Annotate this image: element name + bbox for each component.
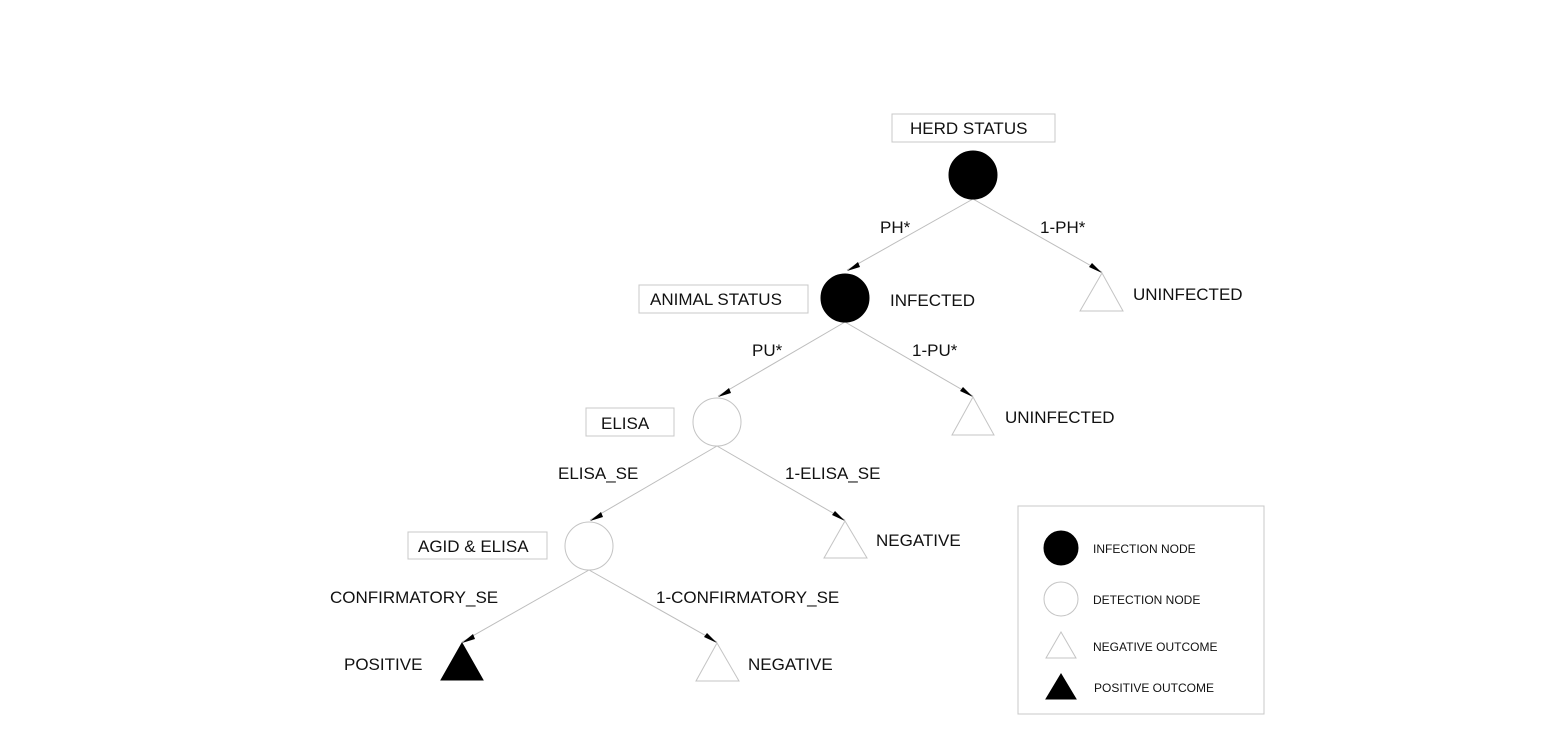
edge-label-1-confirmatory-se: 1-CONFIRMATORY_SE: [656, 588, 839, 607]
arrowhead-icon: [1089, 263, 1102, 273]
legend-label-negative: NEGATIVE OUTCOME: [1093, 640, 1217, 654]
negative-outcome-uninfected-animal: [951, 395, 995, 436]
edge-label-confirmatory-se: CONFIRMATORY_SE: [330, 588, 498, 607]
negative-outcome-icon: [1045, 630, 1077, 659]
detection-node-agid: [564, 521, 614, 571]
edge-animal-to-elisa: [717, 321, 846, 397]
elisa-label: ELISA: [601, 414, 650, 433]
title-box-agid: AGID & ELISA: [407, 531, 548, 560]
positive-outcome-icon: [1045, 673, 1077, 700]
negative-elisa-label: NEGATIVE: [876, 531, 961, 550]
arrowhead-icon: [704, 633, 717, 643]
edge-label-1-pu: 1-PU*: [912, 341, 958, 360]
edge-agid-to-negative: [588, 569, 718, 643]
edge-herd-to-animal: [846, 198, 974, 271]
positive-outcome: [440, 641, 484, 681]
legend: INFECTION NODE DETECTION NODE NEGATIVE O…: [1017, 505, 1265, 715]
infection-node-herd: [948, 150, 998, 200]
legend-label-infection: INFECTION NODE: [1093, 542, 1196, 556]
edge-elisa-to-agid: [589, 445, 718, 521]
negative-confirmatory-label: NEGATIVE: [748, 655, 833, 674]
edge-herd-to-uninfected: [972, 198, 1103, 273]
positive-label: POSITIVE: [344, 655, 422, 674]
edge-label-1-elisa-se: 1-ELISA_SE: [785, 464, 880, 483]
detection-node-elisa: [692, 397, 742, 447]
legend-label-detection: DETECTION NODE: [1093, 593, 1200, 607]
infected-label: INFECTED: [890, 291, 975, 310]
uninfected-herd-label: UNINFECTED: [1133, 285, 1243, 304]
title-box-herd: HERD STATUS: [891, 113, 1056, 143]
arrowhead-icon: [847, 262, 860, 271]
negative-outcome-elisa: [823, 520, 868, 559]
arrowhead-icon: [718, 388, 731, 397]
edge-elisa-to-negative: [716, 445, 846, 521]
edge-animal-to-uninfected: [844, 321, 974, 397]
infection-node-animal: [820, 273, 870, 323]
animal-status-label: ANIMAL STATUS: [650, 290, 782, 309]
arrowhead-icon: [462, 634, 475, 643]
arrowhead-icon: [832, 511, 845, 521]
title-box-elisa: ELISA: [585, 407, 675, 437]
detection-node-icon: [1043, 581, 1079, 617]
negative-outcome-uninfected-herd: [1079, 271, 1124, 312]
arrowhead-icon: [960, 387, 973, 397]
title-box-animal: ANIMAL STATUS: [638, 284, 809, 314]
edge-label-pu: PU*: [752, 341, 783, 360]
edge-label-elisa-se: ELISA_SE: [558, 464, 638, 483]
edge-agid-to-positive: [461, 569, 590, 643]
herd-status-label: HERD STATUS: [910, 119, 1027, 138]
edge-label-ph: PH*: [880, 218, 911, 237]
agid-elisa-label: AGID & ELISA: [418, 537, 529, 556]
uninfected-animal-label: UNINFECTED: [1005, 408, 1115, 427]
infection-node-icon: [1043, 530, 1079, 566]
edges: [461, 198, 1103, 643]
legend-label-positive: POSITIVE OUTCOME: [1094, 681, 1214, 695]
arrowhead-icon: [590, 512, 603, 521]
negative-outcome-confirmatory: [695, 641, 740, 682]
edge-label-1-ph: 1-PH*: [1040, 218, 1086, 237]
